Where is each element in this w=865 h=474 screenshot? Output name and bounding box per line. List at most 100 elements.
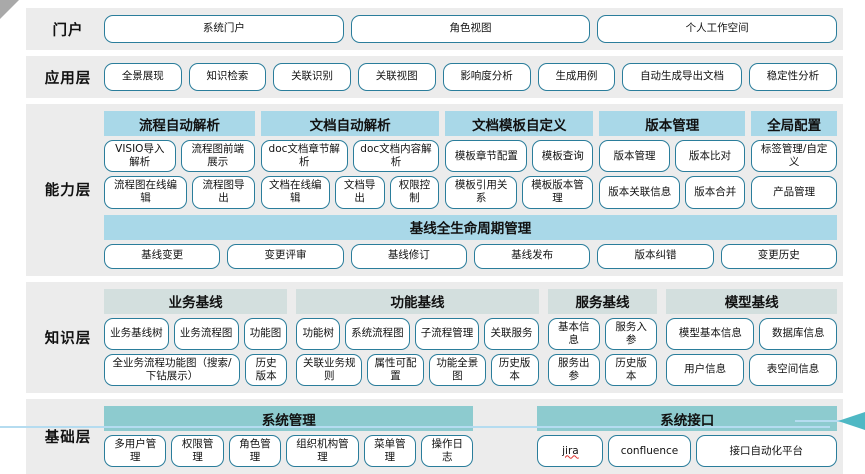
module-button[interactable]: 版本关联信息 <box>599 176 681 209</box>
module-button[interactable]: 多用户管理 <box>104 435 167 468</box>
lifecycle-buttons: 基线变更变更评审基线修订基线发布版本纠错变更历史 <box>104 243 837 269</box>
module-button[interactable]: doc文档内容解析 <box>352 140 440 173</box>
module-button[interactable]: 组织机构管理 <box>286 435 359 468</box>
group-button-row: 版本关联信息版本合并 <box>599 176 746 209</box>
knowledge-layer-label: 知识层 <box>44 330 92 347</box>
module-button[interactable]: 关联识别 <box>273 63 351 91</box>
module-button[interactable]: 权限管理 <box>171 435 224 468</box>
portal-band: 门户 系统门户角色视图个人工作空间 <box>26 8 843 50</box>
module-button[interactable]: 基本信息 <box>547 317 600 350</box>
module-group: 版本管理版本管理版本比对版本关联信息版本合并 <box>599 111 746 209</box>
group-button-row: 模板引用关系模板版本管理 <box>445 176 594 209</box>
module-button[interactable]: jira <box>537 435 604 468</box>
module-button[interactable]: 生成用例 <box>537 63 616 91</box>
module-button[interactable]: 服务入参 <box>604 317 658 350</box>
module-button[interactable]: 用户信息 <box>666 353 744 386</box>
module-button[interactable]: 模板引用关系 <box>445 176 517 209</box>
base-layer-label: 基础层 <box>44 430 92 447</box>
module-button[interactable]: 系统流程图 <box>345 317 410 350</box>
module-button[interactable]: 子流程管理 <box>414 317 480 350</box>
module-button[interactable]: 标签管理/自定义 <box>751 140 837 173</box>
module-button[interactable]: 产品管理 <box>751 176 837 209</box>
module-button[interactable]: 历史版本 <box>604 353 658 386</box>
module-button[interactable]: 功能图 <box>243 317 288 350</box>
module-button[interactable]: 变更评审 <box>227 243 344 269</box>
group-button-row: VISIO导入解析流程图前端展示 <box>104 140 255 173</box>
module-button[interactable]: 表空间信息 <box>748 353 838 386</box>
base-groups-spacer <box>480 406 530 467</box>
module-button[interactable]: 操作日志 <box>421 435 474 468</box>
module-button[interactable]: 历史版本 <box>245 353 288 386</box>
module-button[interactable]: 业务流程图 <box>173 317 239 350</box>
module-button[interactable]: 模板版本管理 <box>521 176 594 209</box>
module-group: 文档模板自定义模板章节配置模板查询模板引用关系模板版本管理 <box>445 111 594 209</box>
module-button[interactable]: 角色管理 <box>228 435 282 468</box>
module-button[interactable]: 模型基本信息 <box>666 317 755 350</box>
module-button[interactable]: 版本合并 <box>685 176 746 209</box>
module-button[interactable]: 全景展现 <box>104 63 182 91</box>
group-button-row: 流程图在线编辑流程图导出 <box>104 176 255 209</box>
module-button[interactable]: 版本比对 <box>674 140 746 173</box>
module-button[interactable]: 关联业务规则 <box>296 353 363 386</box>
group-button-row: 文档在线编辑文档导出权限控制 <box>260 176 440 209</box>
module-button[interactable]: 稳定性分析 <box>748 63 837 91</box>
application-layer-label: 应用层 <box>44 70 92 87</box>
module-button[interactable]: 变更历史 <box>720 243 837 269</box>
module-button[interactable]: 权限控制 <box>389 176 440 209</box>
group-button-row: 全业务流程功能图（搜索/下钻展示）历史版本 <box>104 353 288 386</box>
group-button-row: 关联业务规则属性可配置功能全景图历史版本 <box>296 353 539 386</box>
module-button[interactable]: 关联视图 <box>357 63 436 91</box>
group-header: 版本管理 <box>599 111 746 136</box>
group-header: 服务基线 <box>547 288 658 314</box>
module-button[interactable]: 自动生成导出文档 <box>622 63 742 91</box>
module-button[interactable]: 接口自动化平台 <box>695 435 837 468</box>
module-button[interactable]: 知识检索 <box>188 63 267 91</box>
group-button-row: 基本信息服务入参 <box>547 317 658 350</box>
bottom-line-decoration <box>0 426 830 428</box>
module-group: 系统管理多用户管理权限管理角色管理组织机构管理菜单管理操作日志 <box>104 406 474 468</box>
module-button[interactable]: 流程图在线编辑 <box>104 176 188 209</box>
group-header: 文档模板自定义 <box>445 111 594 136</box>
group-header: 文档自动解析 <box>260 111 440 136</box>
group-button-row: 产品管理 <box>751 176 837 209</box>
module-button[interactable]: 功能树 <box>296 317 341 350</box>
application-buttons: 全景展现知识检索关联识别关联视图影响度分析生成用例自动生成导出文档稳定性分析 <box>104 63 837 91</box>
module-button[interactable]: 关联服务 <box>484 317 539 350</box>
module-button[interactable]: 系统门户 <box>104 15 344 43</box>
module-button[interactable]: 模板查询 <box>532 140 594 173</box>
module-button[interactable]: 影响度分析 <box>442 63 531 91</box>
module-button[interactable]: VISIO导入解析 <box>104 140 176 173</box>
lifecycle-group-header: 基线全生命周期管理 <box>104 214 837 240</box>
group-button-row: 模型基本信息数据库信息 <box>666 317 838 350</box>
module-group: 功能基线功能树系统流程图子流程管理关联服务关联业务规则属性可配置功能全景图历史版… <box>296 288 539 386</box>
module-button[interactable]: 个人工作空间 <box>597 15 838 43</box>
application-band: 应用层 全景展现知识检索关联识别关联视图影响度分析生成用例自动生成导出文档稳定性… <box>26 56 843 98</box>
module-button[interactable]: 全业务流程功能图（搜索/下钻展示） <box>104 353 240 386</box>
module-button[interactable]: confluence <box>608 435 691 468</box>
module-button[interactable]: doc文档章节解析 <box>260 140 348 173</box>
module-button[interactable]: 数据库信息 <box>759 317 838 350</box>
module-button[interactable]: 模板章节配置 <box>445 140 528 173</box>
module-button[interactable]: 服务出参 <box>547 353 600 386</box>
module-button[interactable]: 属性可配置 <box>367 353 424 386</box>
module-button[interactable]: 菜单管理 <box>363 435 417 468</box>
module-button[interactable]: 基线变更 <box>104 243 221 269</box>
module-button[interactable]: 流程图前端展示 <box>180 140 255 173</box>
module-button[interactable]: 功能全景图 <box>428 353 486 386</box>
module-button[interactable]: 流程图导出 <box>192 176 255 209</box>
module-button[interactable]: 历史版本 <box>490 353 539 386</box>
module-button[interactable]: 文档导出 <box>334 176 385 209</box>
module-group: 业务基线业务基线树业务流程图功能图全业务流程功能图（搜索/下钻展示）历史版本 <box>104 288 288 386</box>
module-button[interactable]: 业务基线树 <box>104 317 169 350</box>
module-button[interactable]: 版本纠错 <box>597 243 714 269</box>
architecture-diagram: 门户 系统门户角色视图个人工作空间 应用层 全景展现知识检索关联识别关联视图影响… <box>26 8 843 474</box>
module-button[interactable]: 角色视图 <box>350 15 591 43</box>
module-button[interactable]: 版本管理 <box>599 140 670 173</box>
module-button[interactable]: 基线修订 <box>350 243 467 269</box>
module-button[interactable]: 基线发布 <box>473 243 591 269</box>
module-button[interactable]: 文档在线编辑 <box>260 176 330 209</box>
